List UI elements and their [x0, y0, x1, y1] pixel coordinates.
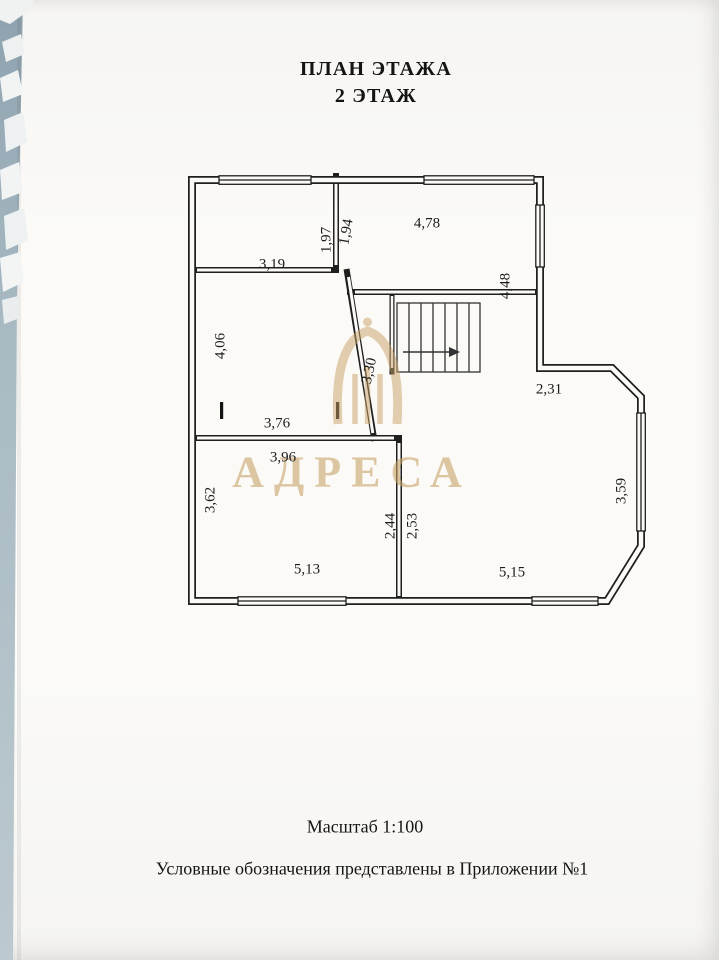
- page-title: ПЛАН ЭТАЖА 2 ЭТАЖ: [300, 56, 452, 110]
- dimension-label: 3,76: [263, 415, 291, 432]
- dimension-label: 3,59: [613, 477, 630, 505]
- windows: [218, 175, 646, 606]
- title-line-1: ПЛАН ЭТАЖА: [299, 58, 453, 80]
- dimension-label: 2,53: [404, 512, 421, 540]
- dimension-label: 1,97: [318, 226, 335, 254]
- dimension-label: 3,19: [258, 256, 286, 273]
- dimension-label: 5,15: [498, 564, 526, 581]
- title-line-2: 2 ЭТАЖ: [334, 85, 418, 107]
- dimension-label: 3,96: [269, 449, 297, 466]
- dimension-label: 4,06: [212, 332, 229, 360]
- dimension-label: 4,48: [497, 272, 514, 300]
- stairs: [396, 302, 481, 373]
- dimension-label: 3,62: [202, 486, 219, 514]
- dimension-label: 2,44: [382, 512, 399, 540]
- dimension-label: 5,13: [293, 561, 321, 578]
- torn-paper-edge: [0, 0, 34, 960]
- dimension-label: 2,31: [535, 381, 563, 398]
- legend-note: Условные обозначения представлены в Прил…: [155, 858, 589, 879]
- scale-text: Масштаб 1:100: [306, 816, 424, 837]
- dimension-label: 4,78: [413, 215, 441, 232]
- stairs-direction-arrow: [403, 347, 460, 357]
- watermark-logo: [332, 317, 403, 425]
